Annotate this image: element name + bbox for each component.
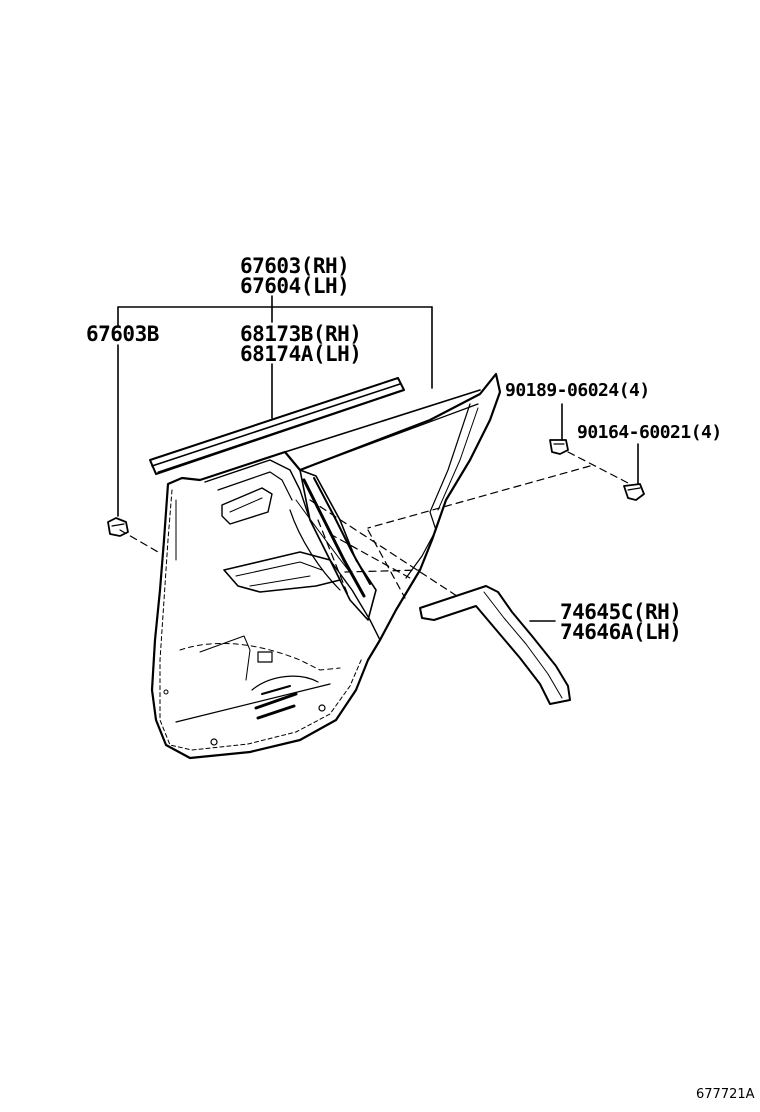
screw-label: 90189-06024(4)	[505, 380, 650, 401]
garnish-molding	[419, 585, 571, 705]
molding-rh-label: 74645C(RH)	[560, 600, 682, 624]
panel-lh-label: 67604(LH)	[240, 274, 350, 298]
belt-weatherstrip	[149, 377, 405, 475]
diagram-id: 677721A	[696, 1087, 755, 1102]
panel-rh-label: 67603(RH)	[240, 254, 350, 278]
clip-part	[107, 517, 129, 537]
bolt-part	[623, 483, 645, 501]
center-pillar-detail	[299, 469, 377, 621]
screw-part	[549, 439, 569, 455]
door-trim-panel	[150, 372, 502, 760]
clip-label: 67603B	[86, 322, 159, 346]
leader-lines	[117, 295, 639, 622]
dashed-assembly-lines	[119, 451, 631, 601]
bolt-label: 90164-60021(4)	[577, 422, 722, 443]
weatherstrip-lh-label: 68174A(LH)	[240, 342, 362, 366]
molding-lh-label: 74646A(LH)	[560, 620, 682, 644]
weatherstrip-rh-label: 68173B(RH)	[240, 322, 362, 346]
